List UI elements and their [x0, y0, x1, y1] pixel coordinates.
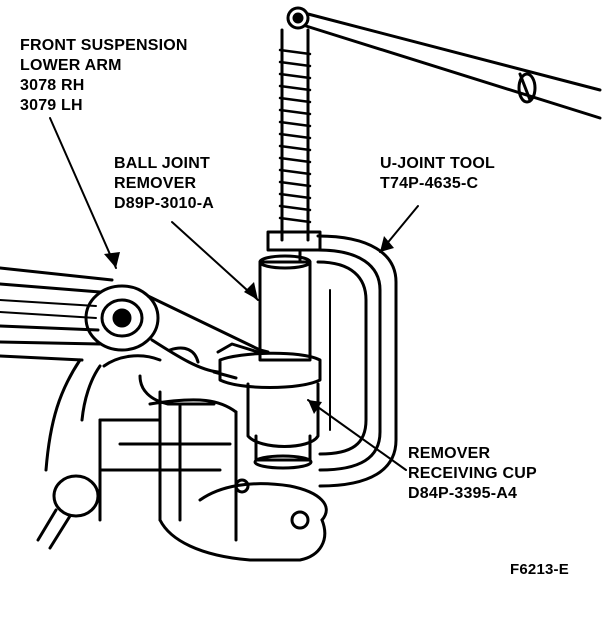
arm-link [146, 294, 270, 380]
u-joint-tool-line1: U-JOINT TOOL [380, 155, 495, 172]
vise-base [44, 354, 328, 562]
ball-joint-remover-line3: D89P-3010-A [114, 195, 215, 212]
receiving-cup [218, 351, 322, 470]
u-joint-tool-line2: T74P-4635-C [380, 175, 479, 192]
receiving-cup-line2: RECEIVING CUP [408, 465, 537, 482]
bushing-eye [84, 284, 160, 352]
lower-stud [36, 474, 100, 550]
lower-arm-callout: FRONT SUSPENSION LOWER ARM 3078 RH 3079 … [20, 36, 188, 116]
lower-arm-line2: LOWER ARM [20, 57, 122, 74]
arrowheads [104, 236, 394, 414]
figure-id: F6213-E [510, 561, 569, 578]
u-joint-tool-callout: U-JOINT TOOL T74P-4635-C [380, 154, 495, 194]
ball-joint-remover-callout: BALL JOINT REMOVER D89P-3010-A [114, 154, 214, 214]
u-joint-tool-frame [266, 230, 398, 488]
receiving-cup-line3: D84P-3395-A4 [408, 485, 518, 502]
ball-joint-remover [258, 248, 312, 362]
lower-arm [0, 266, 114, 362]
ratchet-handle [286, 6, 602, 120]
receiving-cup-callout: REMOVER RECEIVING CUP D84P-3395-A4 [408, 444, 537, 504]
receiving-cup-line1: REMOVER [408, 445, 491, 462]
lower-arm-line4: 3079 LH [20, 97, 83, 114]
forcing-screw [278, 28, 312, 242]
lower-arm-line1: FRONT SUSPENSION [20, 37, 188, 54]
ball-joint-remover-line1: BALL JOINT [114, 155, 210, 172]
leader-lines [49, 117, 419, 471]
ball-joint-remover-line2: REMOVER [114, 175, 197, 192]
lower-arm-line3: 3078 RH [20, 77, 85, 94]
